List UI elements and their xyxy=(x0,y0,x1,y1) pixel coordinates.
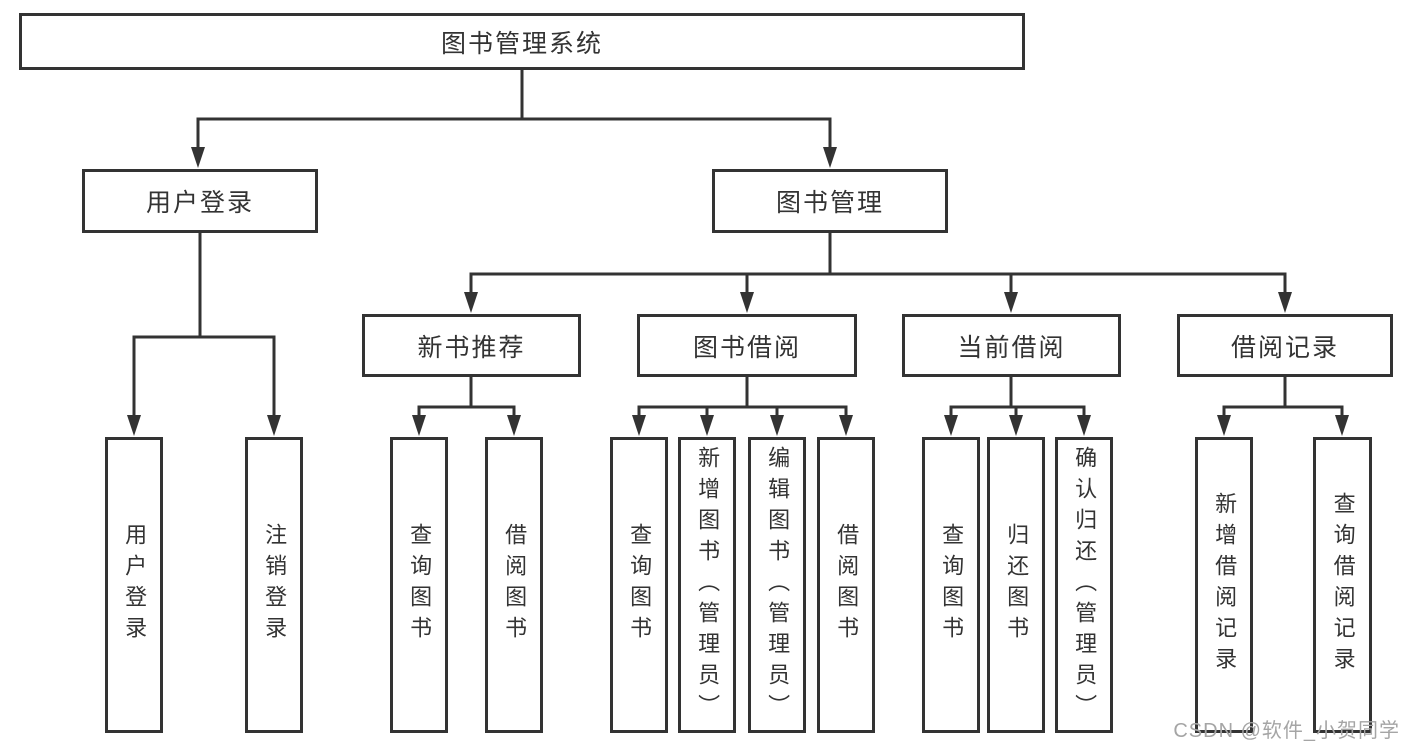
edge-new-book-recommend-to-leaves xyxy=(412,375,521,436)
leaf-label: 查询借阅记录 xyxy=(1330,492,1356,678)
node-current-borrow: 当前借阅 xyxy=(902,314,1121,377)
leaf-borrow-books-recommend: 借阅图书 xyxy=(485,437,543,733)
leaf-label: 用户登录 xyxy=(122,523,148,647)
leaf-add-books-admin: 新增图书（管理员） xyxy=(678,437,736,733)
edge-book-borrow-to-leaves xyxy=(632,375,853,436)
leaf-label: 新增借阅记录 xyxy=(1212,492,1238,678)
leaf-label: 借阅图书 xyxy=(502,523,528,647)
edge-current-borrow-to-leaves xyxy=(944,375,1091,436)
leaf-label: 查询图书 xyxy=(939,523,965,647)
leaf-label: 借阅图书 xyxy=(834,523,860,647)
edge-root-to-level2 xyxy=(191,68,837,168)
leaf-query-borrow-record: 查询借阅记录 xyxy=(1313,437,1372,733)
leaf-query-books-recommend: 查询图书 xyxy=(390,437,448,733)
leaf-label: 确认归还（管理员） xyxy=(1072,445,1098,725)
leaf-add-borrow-record: 新增借阅记录 xyxy=(1195,437,1253,733)
leaf-confirm-return-admin: 确认归还（管理员） xyxy=(1055,437,1113,733)
edge-borrow-records-to-leaves xyxy=(1217,375,1349,436)
leaf-logout-login: 注销登录 xyxy=(245,437,303,733)
leaf-edit-books-admin: 编辑图书（管理员） xyxy=(748,437,806,733)
node-new-book-recommend: 新书推荐 xyxy=(362,314,581,377)
edge-user-login-to-leaves xyxy=(127,231,281,436)
node-borrow-records: 借阅记录 xyxy=(1177,314,1393,377)
leaf-return-books: 归还图书 xyxy=(987,437,1045,733)
node-root: 图书管理系统 xyxy=(19,13,1025,70)
node-book-borrow: 图书借阅 xyxy=(637,314,857,377)
leaf-label: 查询图书 xyxy=(627,523,653,647)
leaf-label: 新增图书（管理员） xyxy=(695,445,721,725)
leaf-label: 编辑图书（管理员） xyxy=(765,445,791,725)
leaf-label: 注销登录 xyxy=(262,523,288,647)
leaf-label: 归还图书 xyxy=(1004,523,1030,647)
leaf-query-books-current: 查询图书 xyxy=(922,437,980,733)
node-book-management: 图书管理 xyxy=(712,169,948,233)
watermark: CSDN @软件_小贺同学 xyxy=(1173,720,1400,742)
leaf-label: 查询图书 xyxy=(407,523,433,647)
leaf-query-books-borrow: 查询图书 xyxy=(610,437,668,733)
node-user-login: 用户登录 xyxy=(82,169,318,233)
leaf-user-login: 用户登录 xyxy=(105,437,163,733)
edge-book-management-to-level3 xyxy=(464,231,1292,313)
leaf-borrow-books-borrow: 借阅图书 xyxy=(817,437,875,733)
